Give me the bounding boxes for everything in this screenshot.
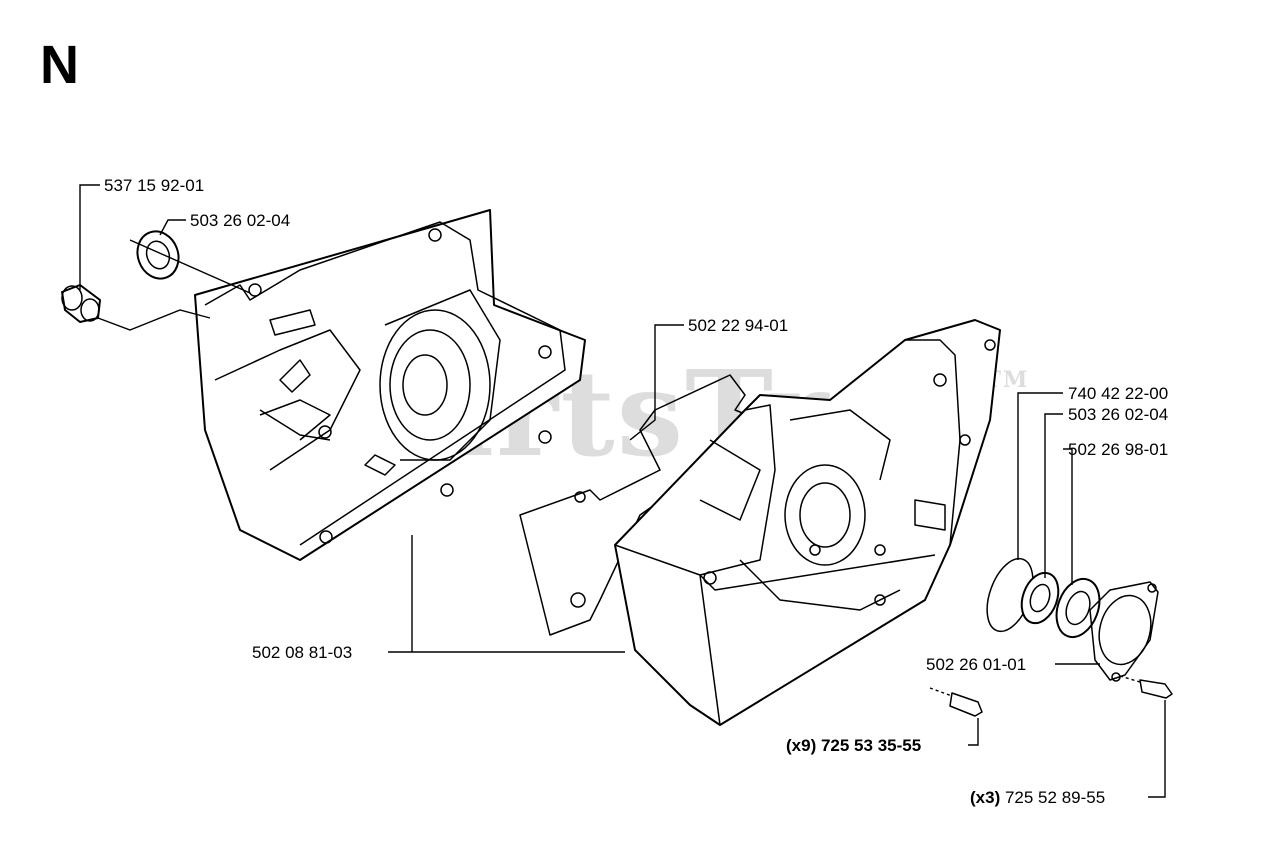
quantity-x9: (x9) — [786, 736, 817, 755]
leader-p1 — [79, 184, 100, 290]
cover-plate — [1089, 581, 1159, 682]
oil-seal-left — [136, 230, 180, 280]
leader-p5 — [1044, 413, 1063, 578]
part-label-725-53-35-55[interactable]: (x9) 725 53 35-55 — [786, 737, 921, 754]
part-label-502-26-98-01[interactable]: 502 26 98-01 — [1068, 440, 1169, 459]
oil-seal-right — [1020, 571, 1060, 625]
leader-p6 — [1063, 448, 1073, 585]
part-label-740-42-22-00[interactable]: 740 42 22-00 — [1068, 384, 1169, 403]
part-number-725-53-35-55: 725 53 35-55 — [820, 736, 922, 755]
part-label-502-26-01-01[interactable]: 502 26 01-01 — [926, 655, 1027, 674]
part-label-503-26-02-04-right[interactable]: 503 26 02-04 — [1068, 405, 1169, 424]
leader-p4 — [1017, 392, 1063, 560]
part-label-537-15-92-01[interactable]: 537 15 92-01 — [104, 176, 205, 195]
screw-x3 — [1119, 675, 1173, 699]
screw-x9 — [929, 687, 983, 717]
left-crankcase-half — [194, 209, 586, 561]
part-label-502-22-94-01[interactable]: 502 22 94-01 — [688, 316, 789, 335]
leader-p10 — [1148, 700, 1166, 798]
right-crankcase-half — [614, 319, 1001, 726]
part-label-503-26-02-04-left[interactable]: 503 26 02-04 — [190, 211, 291, 230]
bearing-sleeve — [1055, 577, 1101, 639]
leader-p3 — [629, 324, 684, 441]
part-number-725-52-89-55: 725 52 89-55 — [1004, 788, 1106, 807]
part-label-725-52-89-55[interactable]: (x3) 725 52 89-55 — [970, 789, 1105, 806]
leader-p7 — [388, 535, 625, 653]
section-letter: N — [40, 35, 79, 95]
part-label-502-08-81-03[interactable]: 502 08 81-03 — [252, 643, 353, 662]
leader-p9 — [968, 718, 979, 746]
leader-p2 — [159, 219, 186, 236]
bushing — [61, 284, 101, 323]
quantity-x3: (x3) — [970, 788, 1001, 807]
